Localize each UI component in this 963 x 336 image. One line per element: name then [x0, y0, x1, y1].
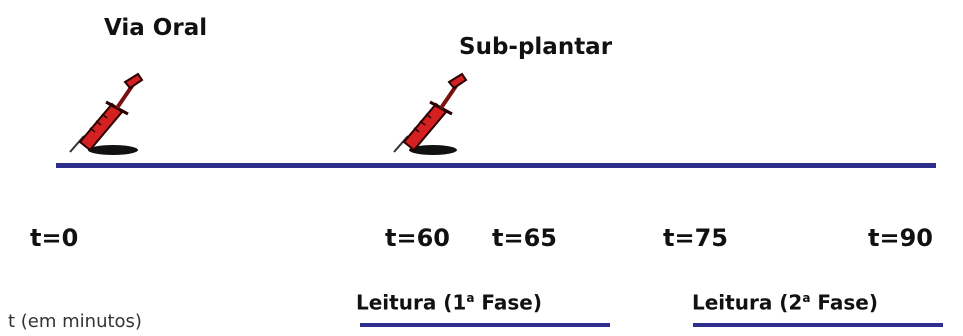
- syringe-icon: [69, 72, 144, 155]
- via-oral-label: Via Oral: [104, 15, 208, 41]
- reading-phase-2-bar: [693, 323, 943, 327]
- syringe-icon: [393, 72, 468, 155]
- tick-t65: t=65: [492, 224, 557, 252]
- reading-phase-2-label: Leitura (2a Fase): [692, 290, 879, 315]
- tick-t90: t=90: [868, 224, 933, 252]
- time-unit-label: t (em minutos): [8, 311, 142, 332]
- reading-phase-1-label: Leitura (1a Fase): [356, 290, 543, 315]
- tick-t60: t=60: [385, 224, 450, 252]
- tick-t0: t=0: [30, 224, 79, 252]
- sub-plantar-label: Sub-plantar: [459, 34, 613, 60]
- reading-phase-1-bar: [360, 323, 610, 327]
- tick-t75: t=75: [663, 224, 728, 252]
- timeline-axis: [56, 163, 936, 168]
